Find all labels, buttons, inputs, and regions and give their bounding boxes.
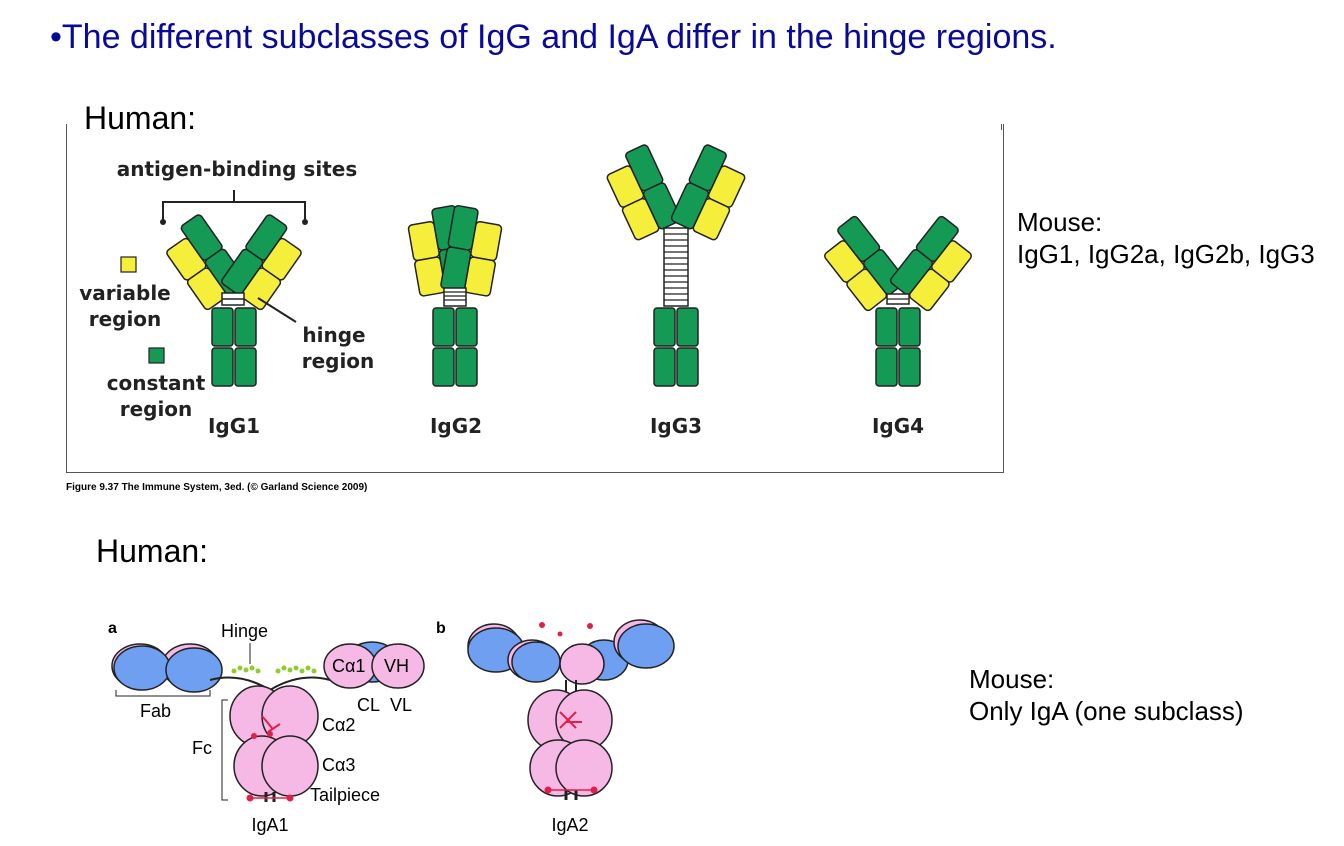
vh-label: VH	[384, 656, 409, 676]
igg1-label: IgG1	[208, 414, 260, 438]
ca2-label: Cα2	[322, 715, 355, 735]
iga-figure: a b Hi	[108, 619, 675, 835]
cl-label: CL	[357, 695, 380, 715]
mouse-igg-title: Mouse:	[1017, 207, 1103, 237]
ca3-label: Cα3	[322, 755, 355, 775]
mouse-igg-note: Mouse: IgG1, IgG2a, IgG2b, IgG3	[1017, 206, 1315, 270]
iga2-molecule	[467, 619, 675, 800]
iga2-label: IgA2	[551, 815, 588, 835]
variable-region-label-2: region	[89, 307, 162, 331]
iga1-label: IgA1	[251, 815, 288, 835]
fc-label: Fc	[192, 738, 212, 758]
igg1-molecule	[157, 212, 311, 387]
igg2-molecule	[405, 204, 505, 387]
mouse-iga-title: Mouse:	[969, 664, 1055, 694]
igg-figure-frame	[66, 124, 1004, 473]
hinge-region-label-1: hinge	[302, 323, 365, 347]
hinge-label: Hinge	[221, 621, 268, 641]
human-label-iga: Human:	[96, 533, 209, 569]
antigen-binding-label: antigen-binding sites	[117, 157, 357, 181]
tailpiece-label: Tailpiece	[310, 785, 380, 805]
fab-label: Fab	[140, 701, 171, 721]
iga1-molecule	[111, 641, 425, 802]
igg4-molecule	[815, 214, 981, 387]
igg3-molecule	[600, 142, 752, 387]
variable-region-label-1: variable	[79, 281, 170, 305]
vl-label: VL	[390, 695, 412, 715]
igg3-label: IgG3	[650, 414, 702, 438]
panel-b-label: b	[436, 620, 446, 637]
constant-legend-swatch	[148, 347, 165, 364]
slide-heading: •The different subclasses of IgG and IgA…	[50, 18, 1057, 56]
ca1-label: Cα1	[332, 656, 365, 676]
mouse-iga-note: Mouse: Only IgA (one subclass)	[969, 663, 1244, 727]
mouse-iga-text: Only IgA (one subclass)	[969, 696, 1244, 726]
human-label-igg: Human:	[84, 100, 197, 136]
constant-region-label-1: constant	[107, 371, 206, 395]
igg4-label: IgG4	[872, 414, 924, 438]
hinge-region-label-2: region	[302, 349, 375, 373]
variable-legend-swatch	[120, 256, 137, 273]
panel-a-label: a	[108, 620, 117, 637]
igg2-label: IgG2	[430, 414, 482, 438]
mouse-igg-text: IgG1, IgG2a, IgG2b, IgG3	[1017, 239, 1315, 269]
constant-region-label-2: region	[120, 397, 193, 421]
figure-caption: Figure 9.37 The Immune System, 3ed. (© G…	[66, 482, 368, 493]
